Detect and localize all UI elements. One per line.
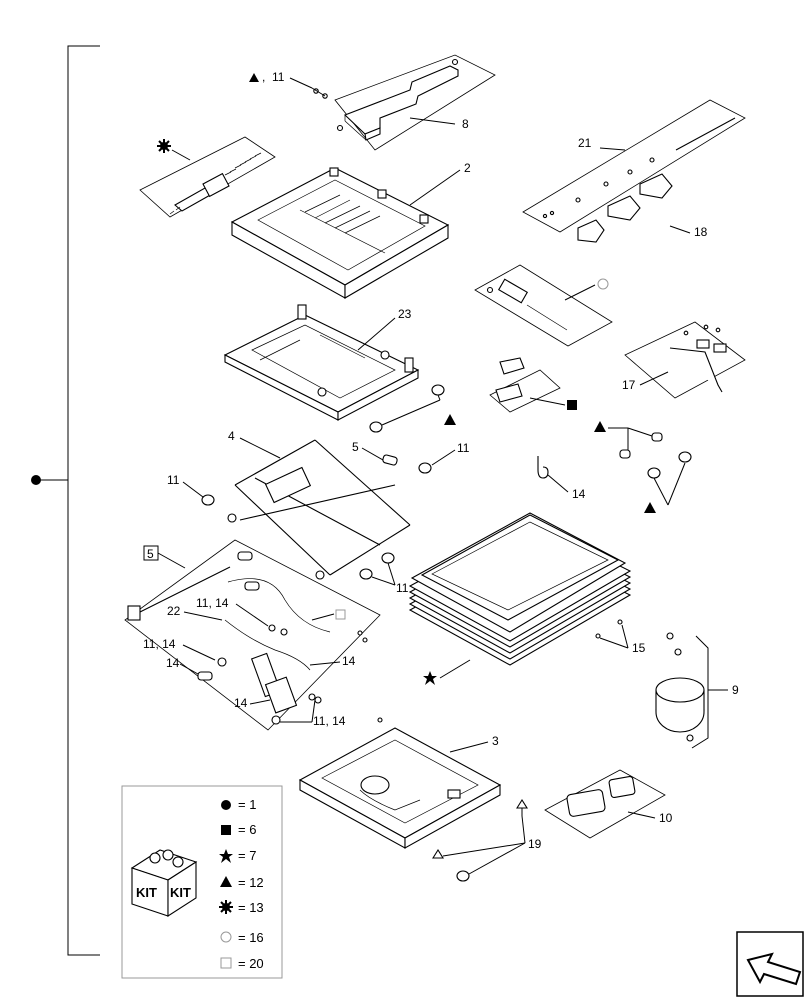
- part-14-hook: [537, 456, 549, 479]
- callout-11-top: ,: [262, 70, 265, 84]
- square-outline-symbol-icon: [335, 609, 346, 620]
- callout-15: 15: [632, 641, 646, 655]
- callout-2: 2: [464, 161, 471, 175]
- part-6-clip-set: [489, 357, 566, 413]
- part-3-base-plate: [298, 717, 502, 849]
- legend-text-1: = 1: [238, 797, 256, 812]
- part-16-pump-cartridge: [474, 264, 613, 347]
- kit-box-icon: [130, 849, 198, 918]
- legend-circle-icon: [221, 800, 231, 810]
- callout-23: 23: [398, 307, 412, 321]
- next-page-arrow-icon[interactable]: [736, 931, 804, 997]
- part-23-middle-frame: [223, 304, 420, 421]
- legend-gear-icon: [219, 900, 233, 914]
- callout-21: 21: [578, 136, 592, 150]
- legend-square-icon: [221, 825, 231, 835]
- legend-circle-outline-icon: [220, 931, 232, 943]
- callout-9: 9: [732, 683, 739, 697]
- callout-4: 4: [228, 429, 235, 443]
- legend-triangle-icon: [220, 876, 232, 887]
- triangle-symbol-icon: [249, 73, 259, 82]
- part-10-switch-unit: [544, 769, 666, 839]
- callout-14-hook: 14: [572, 487, 586, 501]
- square-symbol-icon: [567, 400, 577, 410]
- part-17-latch-kit: [624, 321, 746, 399]
- star-symbol-icon: [423, 671, 437, 685]
- callout-10: 10: [659, 811, 673, 825]
- callout-14-a: 14: [166, 656, 180, 670]
- triangle-symbol-icon: [594, 421, 606, 432]
- triangle-symbol-icon: [644, 502, 656, 513]
- assembly-bracket: [31, 45, 100, 956]
- legend-text-6: = 6: [238, 822, 256, 837]
- part-8-plate: [334, 54, 496, 151]
- callout-11-14-c: 11, 14: [313, 714, 346, 728]
- callout-11-14-b: 11, 14: [143, 637, 176, 651]
- circle-outline-symbol-icon: [597, 278, 609, 290]
- part-5-wiring-group: [124, 539, 381, 731]
- callout-18: 18: [694, 225, 708, 239]
- callout-17: 17: [622, 378, 636, 392]
- callout-11-14-a: 11, 14: [196, 596, 229, 610]
- callout-14-b: 14: [342, 654, 356, 668]
- part-7-bellows: [408, 512, 632, 666]
- kit-label-right: KIT: [170, 885, 191, 900]
- triangle-symbol-icon: [444, 414, 456, 425]
- callout-11-top-number: 11: [272, 70, 285, 84]
- part-21-18-handle-group: [522, 99, 746, 243]
- gear-symbol-icon: [157, 139, 171, 153]
- part-2-upper-frame: [230, 167, 450, 299]
- part-4-scissor-mechanism: [227, 439, 411, 580]
- legend-text-13: = 13: [238, 900, 264, 915]
- callout-11-b: 11: [167, 473, 180, 487]
- callout-5: 5: [352, 440, 359, 454]
- part-19-feet: [432, 798, 528, 882]
- callout-11-a: 11: [457, 441, 470, 455]
- callout-11-c: 11: [396, 581, 409, 595]
- callout-5-box: 5: [147, 547, 154, 561]
- legend-text-12: = 12: [238, 875, 264, 890]
- legend-text-7: = 7: [238, 848, 256, 863]
- callout-22: 22: [167, 604, 181, 618]
- legend-square-outline-icon: [220, 957, 232, 969]
- part-9-round-unit: [655, 632, 728, 749]
- legend-text-16: = 16: [238, 930, 264, 945]
- bushing-set-right: [369, 384, 445, 433]
- legend-star-icon: [219, 849, 233, 863]
- callout-14-c: 14: [234, 696, 248, 710]
- part-13-spring-cartridge: [139, 136, 276, 218]
- callout-3: 3: [492, 734, 499, 748]
- legend-text-20: = 20: [238, 956, 264, 971]
- symbol-legend: KIT KIT = 1 = 6 = 7 = 12 = 13 = 16 = 20: [121, 785, 283, 979]
- circle-symbol-icon: [31, 475, 41, 485]
- callout-19: 19: [528, 837, 542, 851]
- kit-label-left: KIT: [136, 885, 157, 900]
- callout-8: 8: [462, 117, 469, 131]
